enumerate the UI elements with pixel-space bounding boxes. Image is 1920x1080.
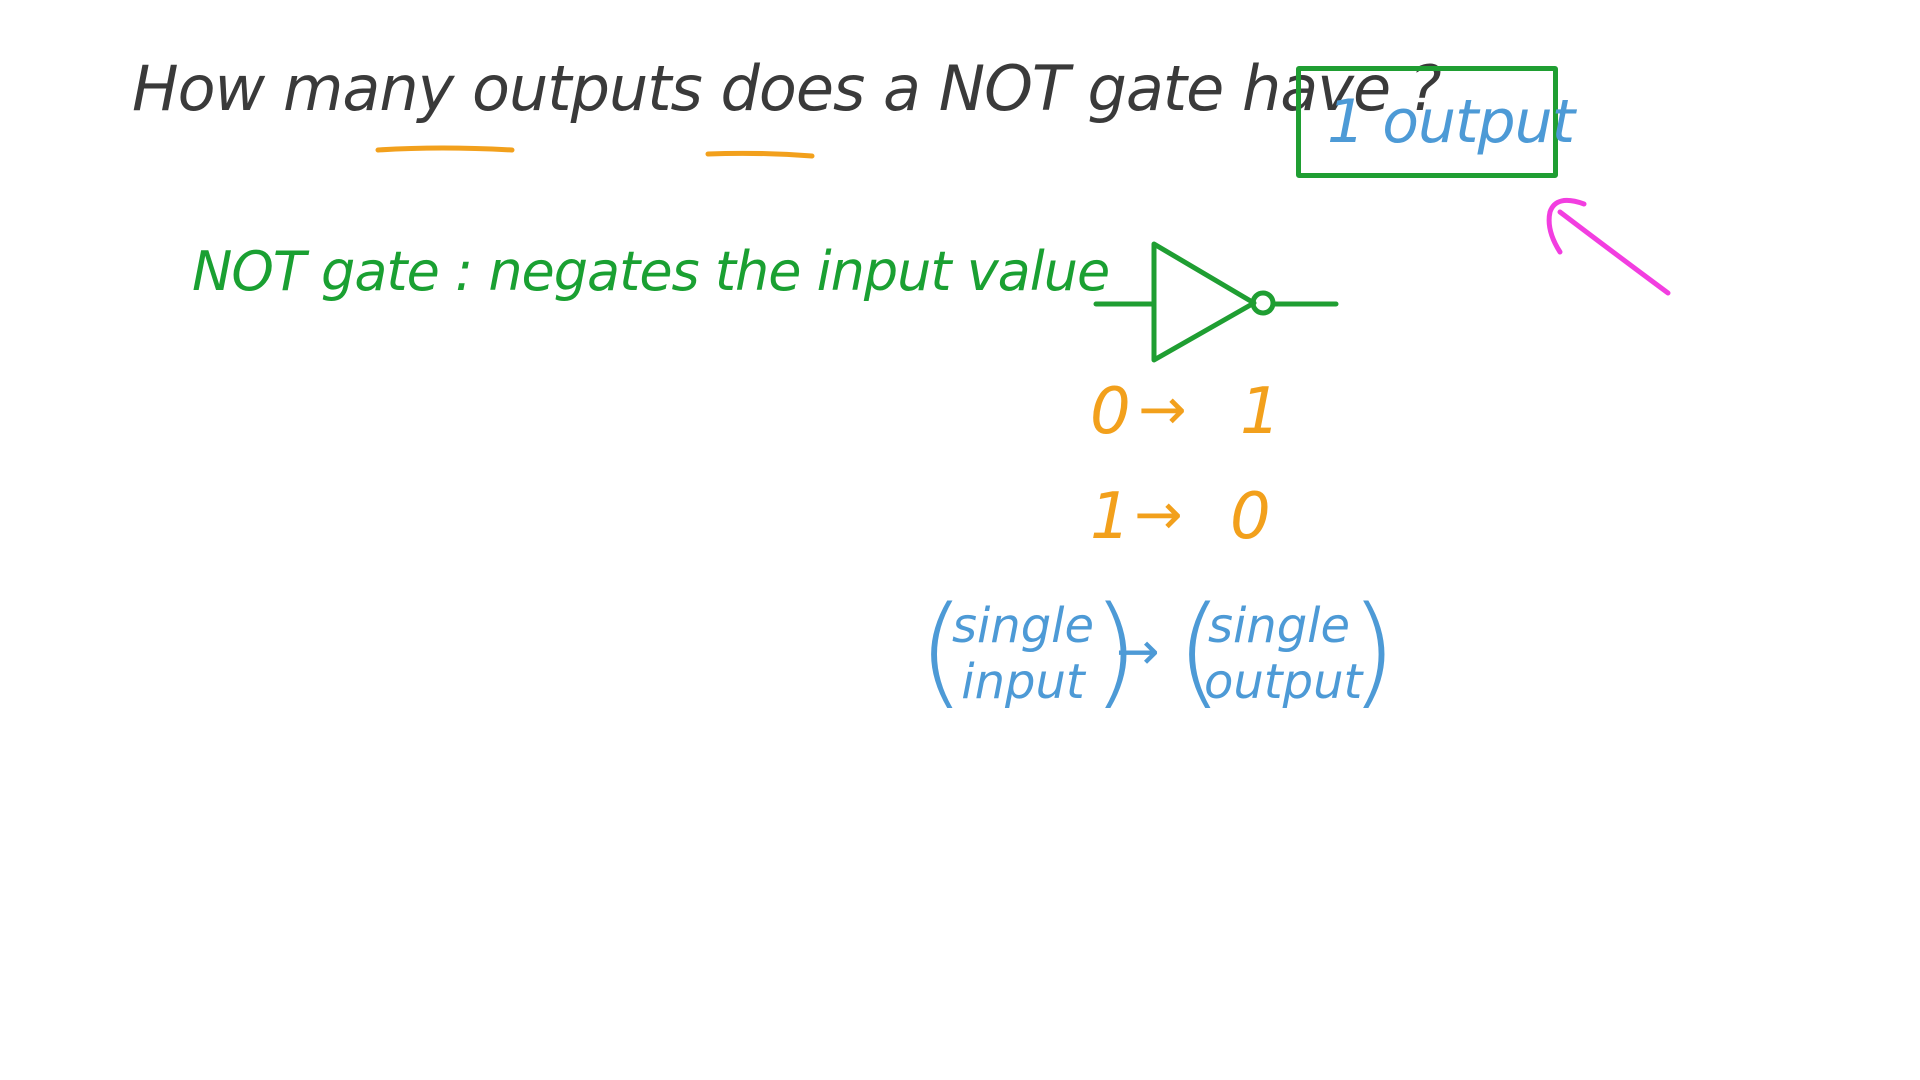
single-input-line2: input xyxy=(961,654,1085,710)
truth-row-1-arrow: → xyxy=(1138,375,1187,443)
left-paren-close: ) xyxy=(1092,582,1139,721)
truth-row-1-output: 1 xyxy=(1240,375,1281,449)
right-paren-open: ( xyxy=(1176,582,1223,721)
question-text: How many outputs does a NOT gate have ? xyxy=(132,52,1442,125)
left-paren-open: ( xyxy=(918,582,965,721)
truth-row-1: 0 → 1 xyxy=(1090,380,1290,450)
io-arrow: → xyxy=(1116,622,1160,682)
single-output-line2: output xyxy=(1204,654,1363,710)
right-paren-close: ) xyxy=(1350,582,1397,721)
single-output-line1: single xyxy=(1207,598,1351,654)
truth-row-2-output: 0 xyxy=(1230,480,1271,554)
answer-box: 1 output xyxy=(1296,66,1575,178)
single-input-label: single input xyxy=(948,598,1098,710)
truth-row-2-arrow: → xyxy=(1134,480,1183,548)
underline-not xyxy=(705,150,815,159)
underline-outputs xyxy=(375,145,515,153)
single-output-label: single output xyxy=(1204,598,1363,710)
answer-text: 1 output xyxy=(1327,87,1575,157)
not-gate-icon xyxy=(1093,241,1339,363)
definition-text: NOT gate : negates the input value xyxy=(192,240,1110,303)
arrow-up-left-icon xyxy=(1546,197,1671,296)
single-input-line1: single xyxy=(951,598,1095,654)
truth-row-2: 1 → 0 xyxy=(1090,485,1290,555)
truth-row-1-input: 0 xyxy=(1090,375,1131,449)
truth-row-2-input: 1 xyxy=(1090,480,1131,554)
